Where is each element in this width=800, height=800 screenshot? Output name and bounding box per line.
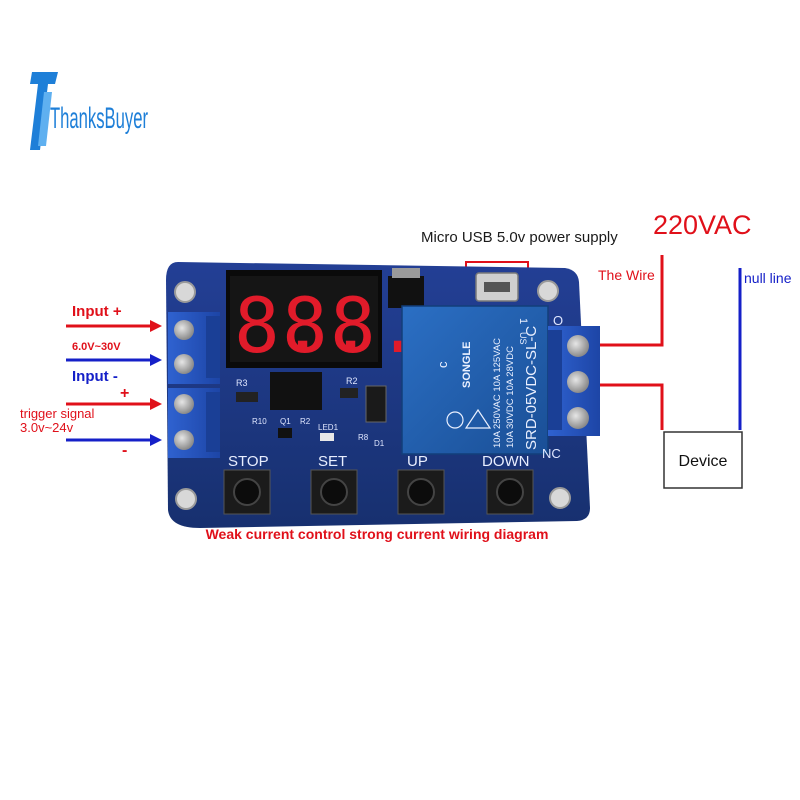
transistor bbox=[278, 428, 292, 438]
mounting-hole bbox=[174, 281, 196, 303]
resistor bbox=[236, 392, 258, 402]
relay-brand: SONGLE bbox=[461, 342, 473, 388]
relay-spec-1: 10A 250VAC 10A 125VAC bbox=[492, 338, 503, 448]
trigger-signal-label: trigger signal bbox=[20, 406, 95, 421]
button-label-down: DOWN bbox=[482, 453, 530, 470]
display-digit: 8. bbox=[282, 281, 374, 370]
terminal-side bbox=[548, 330, 562, 430]
button-label-set: SET bbox=[318, 453, 347, 470]
null-line-label: null line bbox=[744, 270, 792, 286]
brand-logo: ThanksBuyer bbox=[30, 72, 148, 150]
relay-model: SRD-05VDC-SL-C bbox=[523, 326, 540, 450]
up-button[interactable] bbox=[397, 469, 445, 515]
silk-no: O bbox=[553, 313, 563, 328]
terminal-screw[interactable] bbox=[567, 335, 589, 357]
usb-supply-label: Micro USB 5.0v power supply bbox=[421, 229, 618, 246]
input-plus-arrow bbox=[150, 320, 162, 332]
display-digit: 8. bbox=[234, 281, 326, 370]
input-terminal-block bbox=[168, 312, 220, 384]
trigger-minus-label: - bbox=[122, 442, 127, 459]
terminal-screw[interactable] bbox=[174, 430, 194, 450]
stop-button[interactable] bbox=[223, 469, 271, 515]
input-minus-arrow bbox=[150, 354, 162, 366]
input-plus-label: Input + bbox=[72, 303, 122, 320]
trigger-plus-arrow bbox=[150, 398, 162, 410]
input-minus-label: Input - bbox=[72, 368, 118, 385]
relay-body bbox=[401, 305, 549, 455]
optocoupler bbox=[270, 372, 322, 410]
mounting-hole bbox=[175, 488, 197, 510]
device-wire bbox=[598, 383, 664, 430]
input-wiring: Input + 6.0V~30V Input - bbox=[66, 303, 162, 385]
button-label-up: UP bbox=[407, 453, 428, 470]
terminal-screw[interactable] bbox=[567, 407, 589, 429]
terminal-screw[interactable] bbox=[567, 371, 589, 393]
relay-spec-2: 10A 30VDC 10A 28VDC bbox=[505, 346, 516, 448]
mounting-hole bbox=[549, 487, 571, 509]
relay-module-board: 8. 8. 8. R3 R2 R10 Q1 R2 LED1 R8 D1 1 US bbox=[166, 262, 600, 528]
terminal-screw[interactable] bbox=[174, 354, 194, 374]
ac-voltage-label: 220VAC bbox=[653, 210, 752, 240]
silk-r10: R10 bbox=[252, 417, 267, 426]
relay-cert-icon bbox=[446, 411, 464, 429]
logo-text: ThanksBuyer bbox=[50, 102, 148, 135]
trigger-terminal-block bbox=[168, 388, 220, 458]
silk-nc: NC bbox=[542, 446, 561, 461]
silk-q1: Q1 bbox=[280, 417, 291, 426]
regulator-tab bbox=[392, 268, 420, 278]
button-label-stop: STOP bbox=[228, 453, 269, 470]
ac-wires bbox=[598, 255, 742, 430]
display-face bbox=[230, 276, 378, 362]
micro-usb-slot bbox=[484, 282, 510, 292]
down-button[interactable] bbox=[486, 469, 534, 515]
logo-icon bbox=[30, 72, 58, 150]
device-label: Device bbox=[679, 453, 728, 470]
diagram-caption: Weak current control strong current wiri… bbox=[206, 526, 549, 542]
relay: 1 US SONGLE c 10A 250VAC 10A 125VAC 10A … bbox=[401, 305, 549, 455]
silk-led1: LED1 bbox=[318, 423, 339, 432]
input-range-label: 6.0V~30V bbox=[72, 341, 121, 353]
trigger-minus-arrow bbox=[150, 434, 162, 446]
terminal-side bbox=[206, 316, 220, 378]
voltage-regulator bbox=[388, 276, 424, 308]
silk-d1: D1 bbox=[374, 439, 385, 448]
relay-c-mark: c bbox=[435, 361, 450, 368]
device-box bbox=[663, 431, 743, 489]
mounting-holes bbox=[174, 280, 571, 510]
the-wire-label: The Wire bbox=[598, 267, 655, 283]
silk-r8: R8 bbox=[358, 433, 369, 442]
live-wire bbox=[598, 255, 664, 347]
control-buttons: STOP SET UP DOWN bbox=[223, 453, 534, 515]
trigger-plus-label: + bbox=[120, 385, 129, 402]
set-button[interactable] bbox=[310, 469, 358, 515]
relay-us-mark: US bbox=[518, 332, 528, 345]
relay-terminal-block bbox=[548, 326, 600, 436]
mounting-hole bbox=[537, 280, 559, 302]
resistor bbox=[340, 388, 358, 398]
relay-pin-mark: 1 bbox=[517, 318, 529, 324]
trigger-wiring: + trigger signal 3.0v~24v - bbox=[20, 385, 162, 459]
silk-r2b: R2 bbox=[300, 417, 311, 426]
terminal-screw[interactable] bbox=[174, 320, 194, 340]
terminal-side bbox=[206, 392, 220, 452]
silk-r2: R2 bbox=[346, 376, 358, 386]
trigger-range-label: 3.0v~24v bbox=[20, 420, 74, 435]
terminal-screw[interactable] bbox=[174, 394, 194, 414]
relay-warning-icon bbox=[464, 408, 492, 429]
diode bbox=[365, 385, 387, 423]
status-led bbox=[320, 433, 334, 441]
silk-r3: R3 bbox=[236, 378, 248, 388]
